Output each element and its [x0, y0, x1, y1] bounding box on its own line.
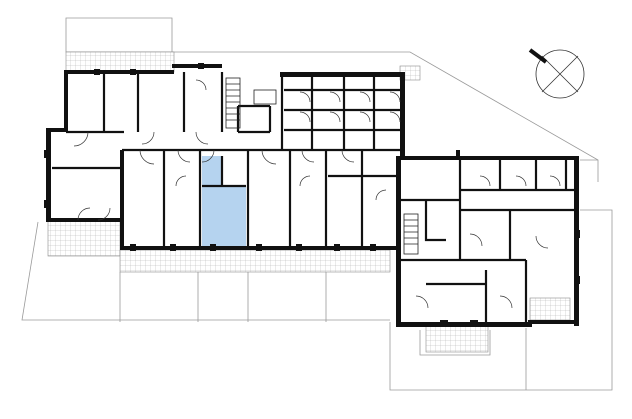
terraces [47, 51, 571, 353]
terrace-southeast [425, 325, 489, 353]
balcony-south [119, 249, 391, 273]
staircase-east [403, 213, 419, 255]
highlighted-apartment[interactable] [202, 186, 246, 248]
compass-north-arrow-icon [528, 48, 585, 99]
interior-walls [52, 72, 576, 322]
staircase-main [225, 77, 277, 129]
balcony-east [529, 297, 571, 321]
windows [44, 63, 580, 326]
terrace-west [47, 219, 121, 257]
highlighted-apartment-upper[interactable] [202, 156, 222, 186]
terrace-north [65, 51, 175, 73]
site-outline [21, 17, 613, 391]
doors [73, 79, 561, 309]
